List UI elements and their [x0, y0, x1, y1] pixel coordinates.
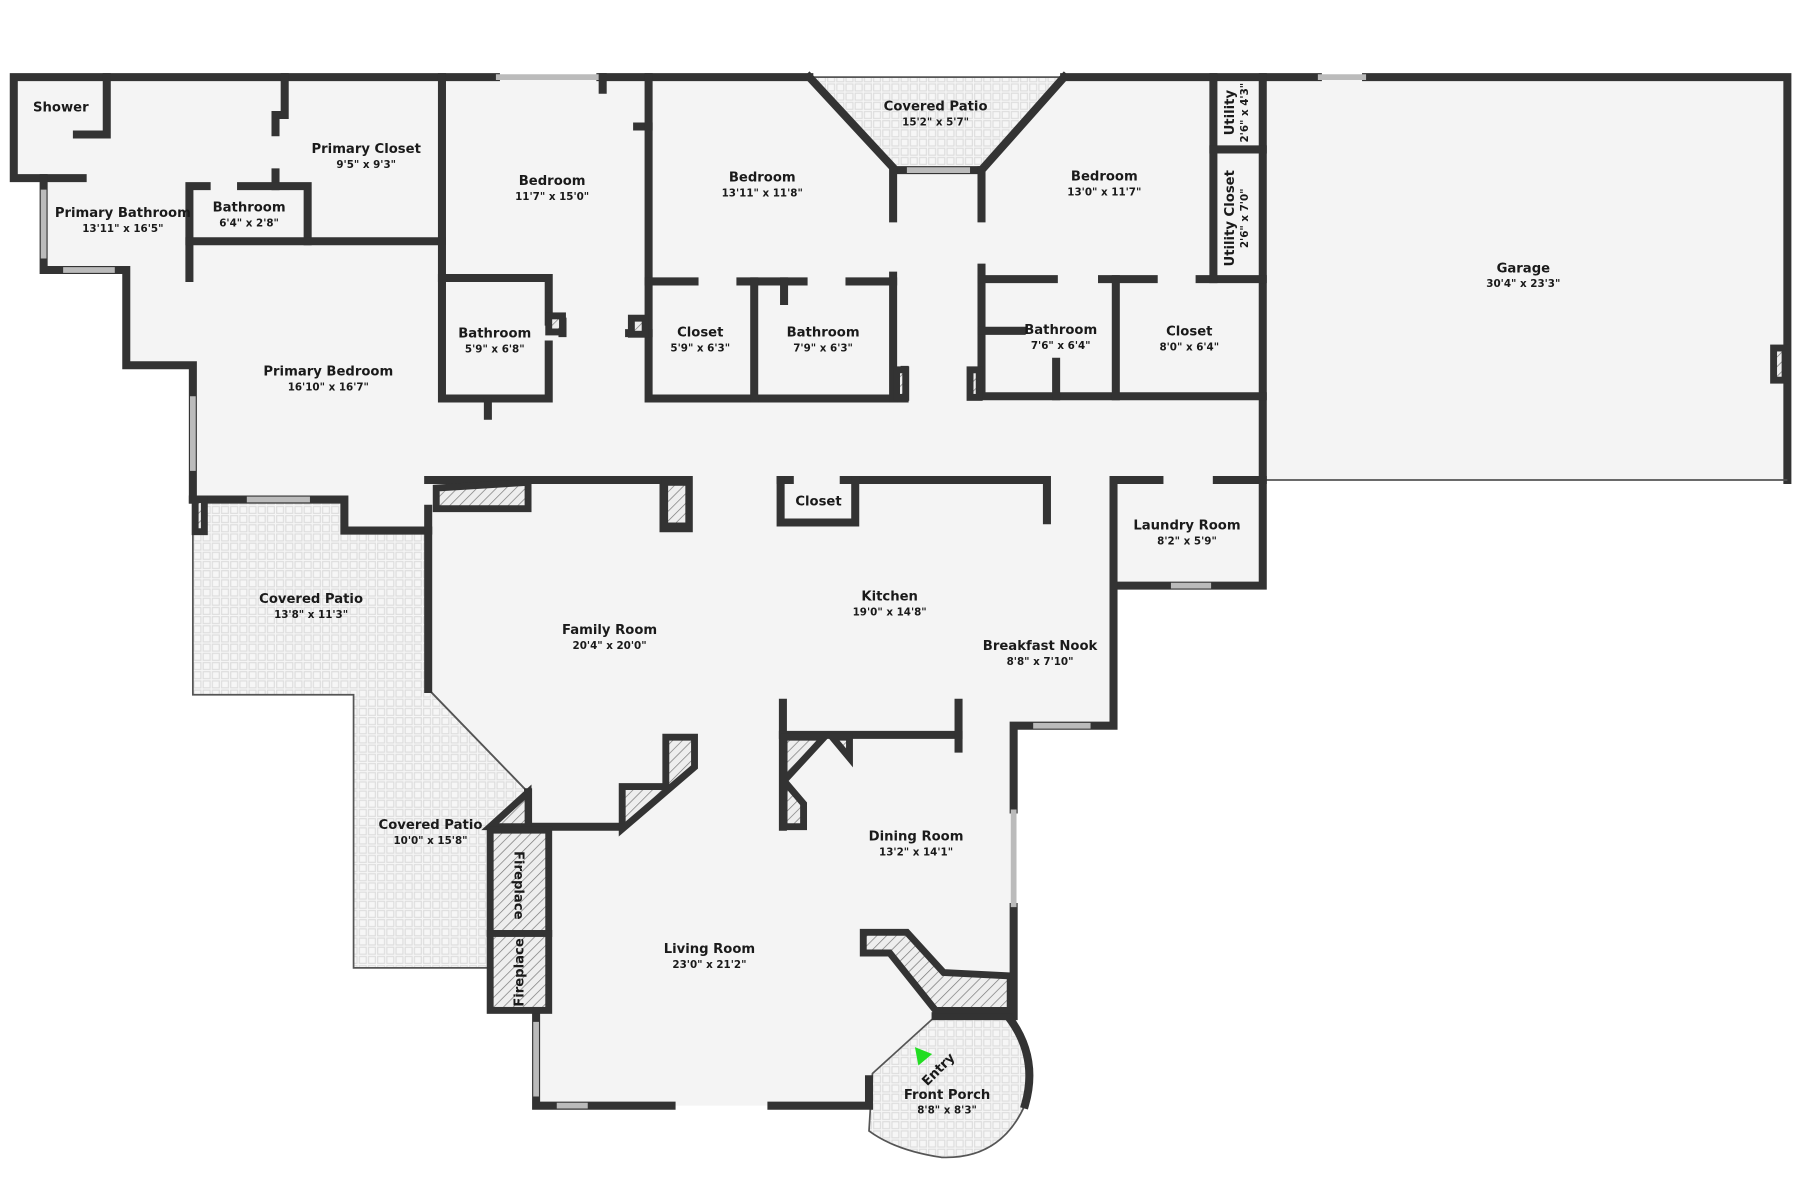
- room-label-garage: Garage: [1497, 261, 1551, 276]
- room-label-primary-bathroom: Primary Bathroom: [55, 206, 191, 221]
- room-label-bathroom-small: Bathroom: [213, 200, 286, 215]
- room-label-dining-room: Dining Room: [869, 829, 964, 844]
- hatched-structures: [191, 312, 1789, 1014]
- room-dims-utility: 2'6" x 4'3": [1239, 83, 1251, 143]
- room-label-breakfast-nook: Breakfast Nook: [983, 639, 1099, 654]
- room-label-closet-2: Closet: [1166, 324, 1212, 339]
- room-dims-bedroom-2: 13'11" x 11'8": [722, 187, 803, 199]
- room-dims-family-room: 20'4" x 20'0": [573, 640, 647, 652]
- room-dims-bathroom-3: 7'9" x 6'3": [793, 342, 853, 354]
- room-label-closet-3: Closet: [795, 494, 841, 509]
- room-dims-bathroom-2: 5'9" x 6'8": [465, 344, 525, 356]
- room-label-bathroom-4: Bathroom: [1024, 323, 1097, 338]
- room-label-covered-patio-west: Covered Patio: [259, 592, 363, 607]
- room-dims-living-room: 23'0" x 21'2": [672, 959, 746, 971]
- room-dims-closet-1: 5'9" x 6'3": [670, 342, 730, 354]
- room-dims-primary-closet: 9'5" x 9'3": [336, 159, 396, 171]
- room-label-primary-bedroom: Primary Bedroom: [263, 365, 393, 380]
- room-label-primary-closet: Primary Closet: [312, 142, 421, 157]
- house-floor: [13, 77, 1788, 1106]
- room-dims-covered-patio-north: 15'2" x 5'7": [902, 116, 969, 128]
- room-label-kitchen: Kitchen: [861, 590, 918, 605]
- room-dims-covered-patio-south: 10'0" x 15'8": [393, 835, 467, 847]
- room-label-utility-closet: Utility Closet: [1223, 170, 1238, 266]
- room-dims-kitchen: 19'0" x 14'8": [853, 606, 927, 618]
- room-dims-covered-patio-west: 13'8" x 11'3": [274, 609, 348, 621]
- room-label-bedroom-2: Bedroom: [729, 171, 796, 186]
- room-dims-laundry-room: 8'2" x 5'9": [1157, 535, 1217, 547]
- room-label-family-room: Family Room: [562, 623, 657, 638]
- room-label-bathroom-2: Bathroom: [458, 327, 531, 342]
- room-label-covered-patio-south: Covered Patio: [379, 818, 483, 833]
- room-label-shower: Shower: [33, 101, 89, 116]
- room-label-bathroom-3: Bathroom: [787, 326, 860, 341]
- room-labels: Shower Primary Closet 9'5" x 9'3" Primar…: [33, 83, 1560, 1117]
- room-dims-dining-room: 13'2" x 14'1": [879, 846, 953, 858]
- room-dims-breakfast-nook: 8'8" x 7'10": [1007, 656, 1074, 668]
- label-fireplace-1: Fireplace: [510, 851, 525, 920]
- room-dims-primary-bathroom: 13'11" x 16'5": [82, 223, 163, 235]
- room-label-bedroom-3: Bedroom: [1071, 169, 1138, 184]
- fireplace-1: [486, 826, 553, 937]
- room-dims-bedroom-3: 13'0" x 11'7": [1067, 186, 1141, 198]
- room-dims-closet-2: 8'0" x 6'4": [1159, 341, 1219, 353]
- room-label-bedroom-1: Bedroom: [519, 174, 586, 189]
- room-label-laundry-room: Laundry Room: [1133, 518, 1240, 533]
- room-label-covered-patio-north: Covered Patio: [884, 99, 988, 114]
- label-fireplace-2: Fireplace: [512, 938, 527, 1007]
- room-dims-front-porch: 8'8" x 8'3": [917, 1105, 977, 1117]
- room-dims-garage: 30'4" x 23'3": [1486, 278, 1560, 290]
- room-dims-bedroom-1: 11'7" x 15'0": [515, 191, 589, 203]
- room-label-utility: Utility: [1223, 90, 1238, 136]
- room-dims-bathroom-4: 7'6" x 6'4": [1031, 340, 1091, 352]
- entry-arrow-icon: [914, 1047, 933, 1066]
- room-dims-utility-closet: 2'6" x 7'0": [1239, 188, 1251, 248]
- fireplace-2: [486, 930, 553, 1014]
- room-label-front-porch: Front Porch: [904, 1088, 990, 1103]
- room-label-living-room: Living Room: [664, 942, 755, 957]
- room-dims-bathroom-small: 6'4" x 2'8": [219, 217, 279, 229]
- room-dims-primary-bedroom: 16'10" x 16'7": [288, 381, 369, 393]
- interior-walls: [72, 73, 1267, 831]
- room-label-closet-1: Closet: [677, 326, 723, 341]
